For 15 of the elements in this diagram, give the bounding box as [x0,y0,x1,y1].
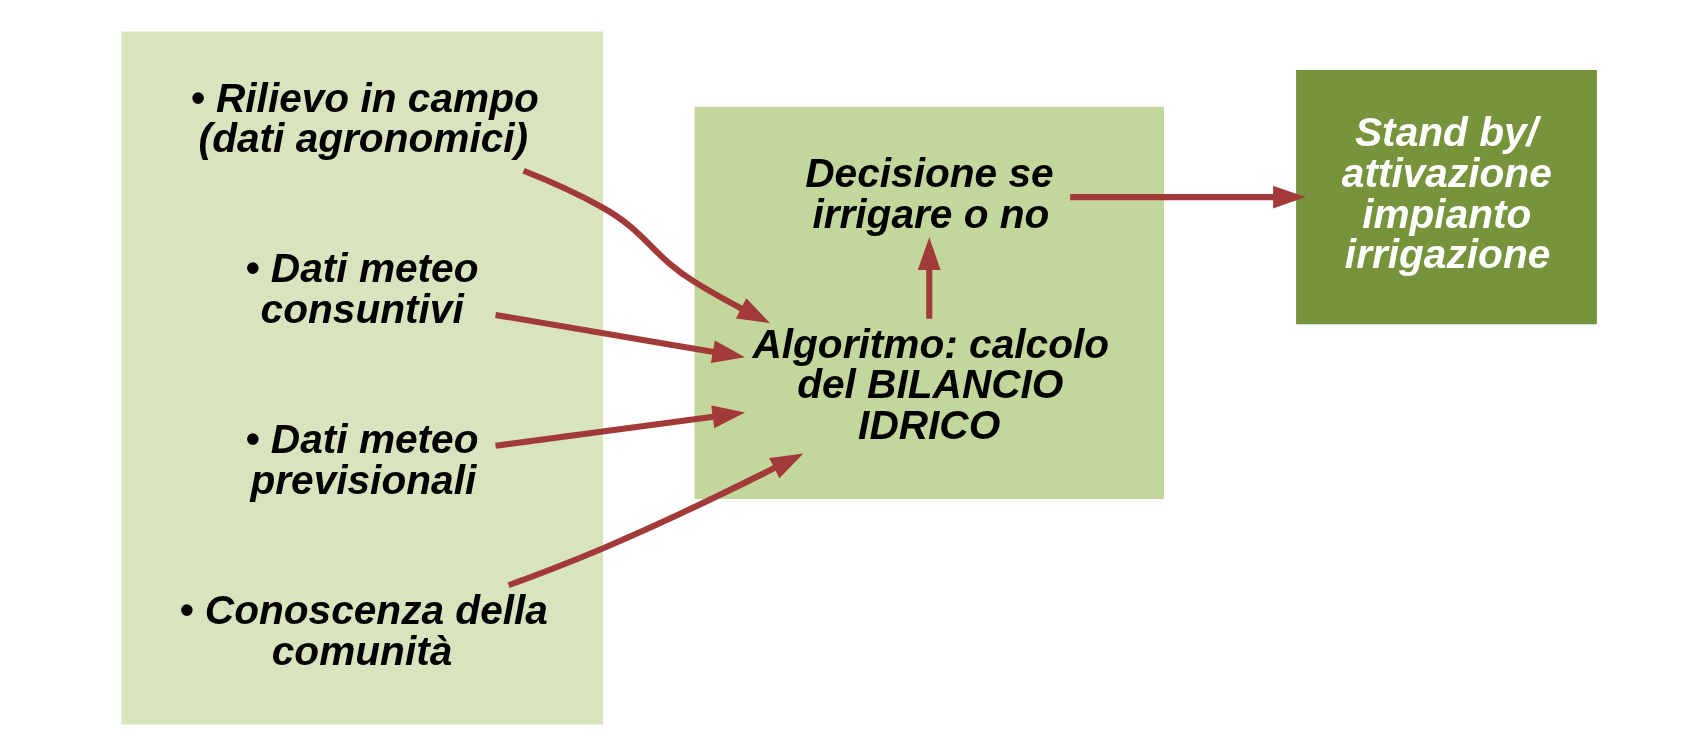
cluster [694,106,1164,499]
node-box: Stand by/ attivazione impianto irrigazione [1295,70,1597,325]
cluster [120,31,603,725]
node-text: • Conoscenza della comunità [178,586,548,674]
arrow [494,405,745,449]
node-text: • Rilievo in campo (dati agronomici) [189,74,539,162]
node-text: Decisione se irrigare o no [804,149,1054,237]
arrow [521,167,770,324]
arrow [1069,185,1306,209]
arrow [507,453,803,589]
node-text: • Dati meteo previsionali [244,416,479,503]
arrow [917,237,941,319]
node-text: • Dati meteo consuntivi [244,245,479,333]
node-text: Algoritmo: calcolo del BILANCIO IDRICO [751,320,1109,448]
arrow [494,311,745,364]
